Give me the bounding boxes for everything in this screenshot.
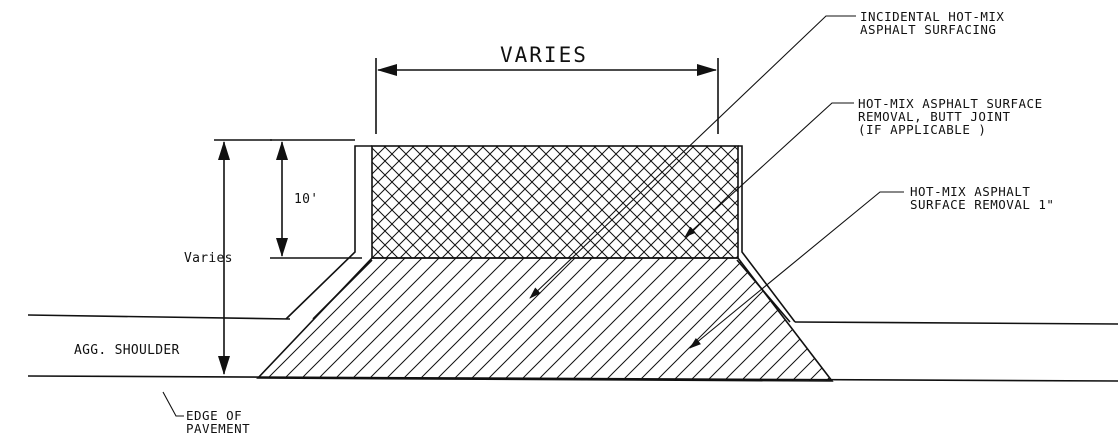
butt-joint-outline-right	[738, 145, 796, 323]
agg-shoulder-label: AGG. SHOULDER	[74, 343, 180, 358]
varies-top-label: VARIES	[500, 43, 588, 67]
surface-removal-leader	[689, 191, 904, 349]
varies-side-label: Varies	[184, 251, 233, 266]
incidental-line1: INCIDENTAL HOT-MIX	[860, 9, 1004, 24]
varies-arrow-right	[697, 64, 717, 76]
edge-of-pavement-label: EDGE OF PAVEMENT	[186, 408, 250, 436]
edge-of-pavement-line2: PAVEMENT	[186, 421, 250, 436]
ten-ft-label: 10'	[294, 192, 318, 207]
edge-of-pavement-line1: EDGE OF	[186, 408, 242, 423]
varies-side-arrow-top	[218, 141, 230, 160]
incidental-label: INCIDENTAL HOT-MIX ASPHALT SURFACING	[860, 9, 1013, 37]
incidental-line2: ASPHALT SURFACING	[860, 22, 996, 37]
butt-joint-label: HOT-MIX ASPHALT SURFACE REMOVAL, BUTT JO…	[858, 96, 1051, 137]
butt-joint-inner-right	[736, 259, 791, 323]
varies-arrow-left	[377, 64, 397, 76]
shoulder-top-line-right	[794, 321, 1119, 325]
incidental-surfacing-block	[371, 145, 739, 259]
butt-joint-line3: (IF APPLICABLE )	[858, 122, 986, 137]
surface-removal-hatch	[256, 257, 834, 382]
butt-joint-inner-left	[312, 259, 373, 320]
butt-joint-outline-left	[285, 145, 372, 320]
butt-joint-line2: REMOVAL, BUTT JOINT	[858, 109, 1011, 124]
ten-ft-arrow-top	[276, 141, 288, 160]
butt-joint-line1: HOT-MIX ASPHALT SURFACE	[858, 96, 1043, 111]
surface-removal-label: HOT-MIX ASPHALT SURFACE REMOVAL 1"	[910, 184, 1054, 212]
surface-removal-line1: HOT-MIX ASPHALT	[910, 184, 1030, 199]
incidental-leader	[529, 15, 856, 299]
surface-removal-line2: SURFACE REMOVAL 1"	[910, 197, 1054, 212]
butt-joint-leader	[684, 102, 854, 238]
edge-of-pavement-leader	[162, 391, 184, 417]
varies-side-arrow-bottom	[218, 356, 230, 375]
ten-ft-arrow-bottom	[276, 238, 288, 257]
shoulder-top-line-left	[27, 314, 291, 320]
